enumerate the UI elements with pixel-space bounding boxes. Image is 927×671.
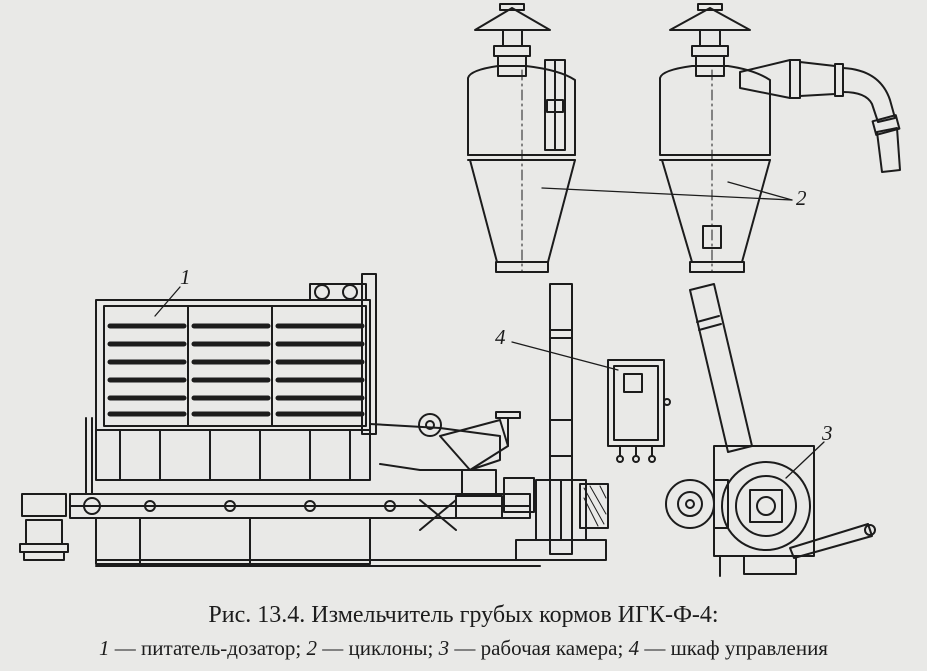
legend-text-1: — питатель-дозатор; <box>109 636 307 660</box>
control-cabinet <box>607 359 671 463</box>
callout-label-2: 2 <box>796 186 807 210</box>
figure-legend: 1 — питатель-дозатор; 2 — циклоны; 3 — р… <box>0 636 927 661</box>
cyclone-right <box>659 3 901 273</box>
callout-3-leader <box>785 441 825 479</box>
callout-label-1: 1 <box>180 265 191 289</box>
figure-caption: Рис. 13.4. Измельчитель грубых кормов ИГ… <box>208 602 719 628</box>
legend-num-2: 2 <box>306 636 318 660</box>
machine-drawing: 2 <box>19 3 901 577</box>
legend-text-2: — циклоны; <box>317 636 439 660</box>
vertical-shaft <box>515 283 609 561</box>
legend-text-3: — рабочая камера; <box>449 636 629 660</box>
legend-text-4: — шкаф управления <box>639 636 828 660</box>
legend-num-1: 1 <box>99 636 110 660</box>
feeder-dispenser <box>19 273 541 567</box>
working-chamber <box>665 283 876 577</box>
callout-1-leader <box>154 286 181 317</box>
callout-4-leader <box>511 341 619 371</box>
cyclone-left <box>467 3 576 273</box>
callout-2 <box>541 181 793 201</box>
callout-label-4: 4 <box>495 325 506 349</box>
legend-num-4: 4 <box>628 636 640 660</box>
legend-num-3: 3 <box>438 636 450 660</box>
callout-label-3: 3 <box>821 421 833 445</box>
